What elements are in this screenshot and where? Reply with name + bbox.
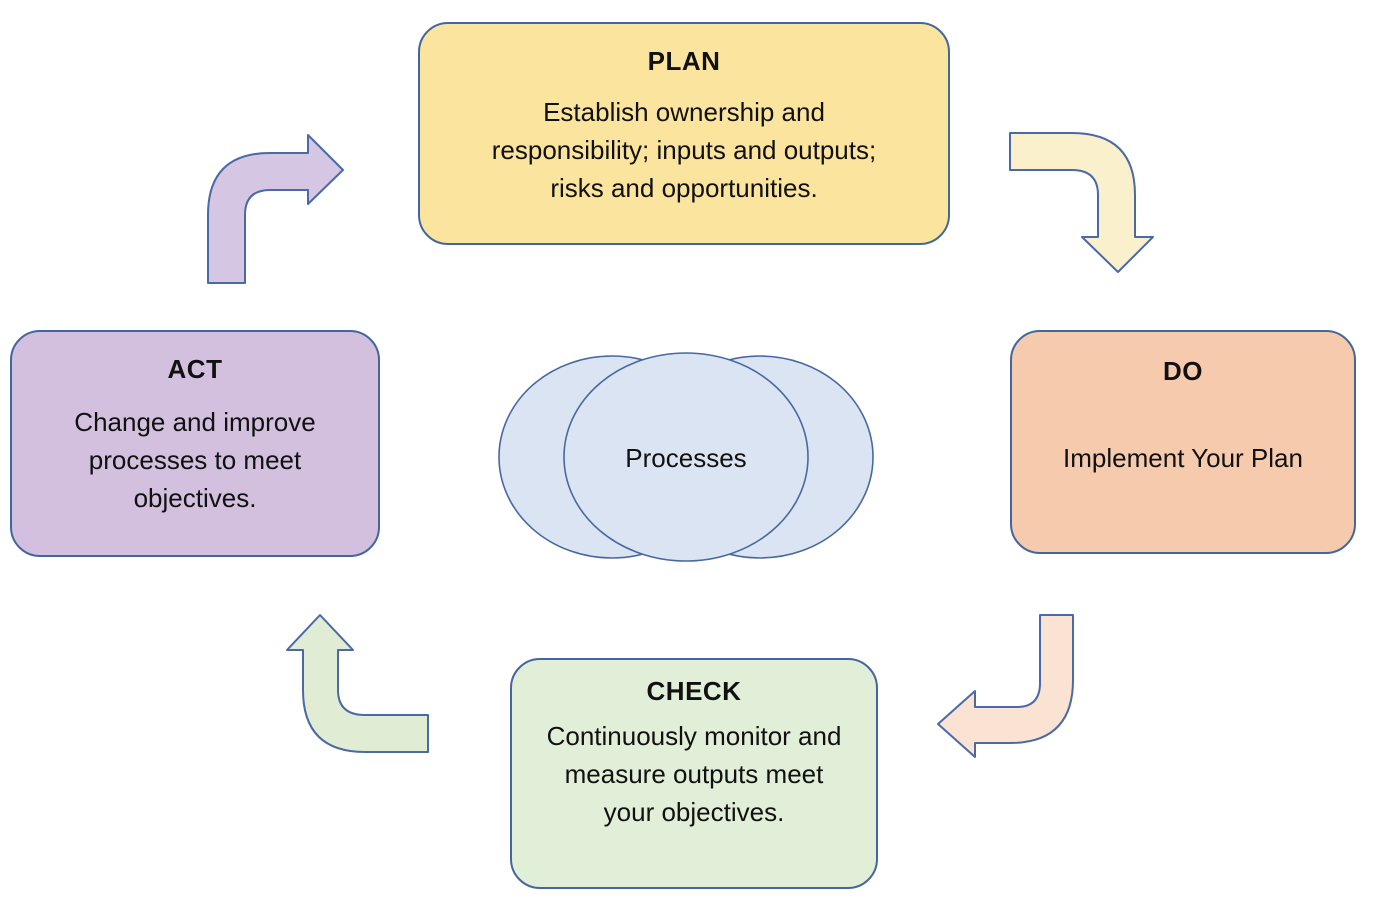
act-title: ACT	[167, 354, 223, 384]
check-line: measure outputs meet	[564, 759, 824, 789]
do-box: DO Implement Your Plan	[1010, 330, 1356, 554]
act-to-plan-arrow	[207, 134, 344, 284]
plan-title: PLAN	[647, 46, 721, 76]
plan-box: PLAN Establish ownership and responsibil…	[418, 22, 950, 245]
check-line: Continuously monitor and	[546, 721, 842, 751]
check-description: Continuously monitor and measure outputs…	[522, 717, 866, 831]
act-box: ACT Change and improve processes to meet…	[10, 330, 380, 557]
plan-line: Establish ownership and	[543, 97, 825, 127]
plan-description: Establish ownership and responsibility; …	[430, 93, 938, 207]
plan-line: risks and opportunities.	[550, 173, 818, 203]
do-to-check-arrow	[937, 614, 1074, 758]
do-line: Implement Your Plan	[1063, 443, 1303, 473]
check-line: your objectives.	[603, 797, 785, 827]
plan-line: responsibility; inputs and outputs;	[491, 135, 877, 165]
act-line: Change and improve	[74, 407, 316, 437]
check-to-act-arrow	[286, 614, 429, 753]
check-box: CHECK Continuously monitor and measure o…	[510, 658, 878, 889]
processes-label: Processes	[625, 443, 747, 473]
act-line: objectives.	[133, 483, 257, 513]
processes-ellipse-front	[563, 352, 809, 562]
act-line: processes to meet	[88, 445, 302, 475]
do-title: DO	[1163, 356, 1203, 386]
do-description: Implement Your Plan	[1022, 439, 1344, 477]
check-title: CHECK	[646, 676, 742, 706]
plan-to-do-arrow	[1009, 132, 1154, 273]
act-description: Change and improve processes to meet obj…	[22, 403, 368, 517]
